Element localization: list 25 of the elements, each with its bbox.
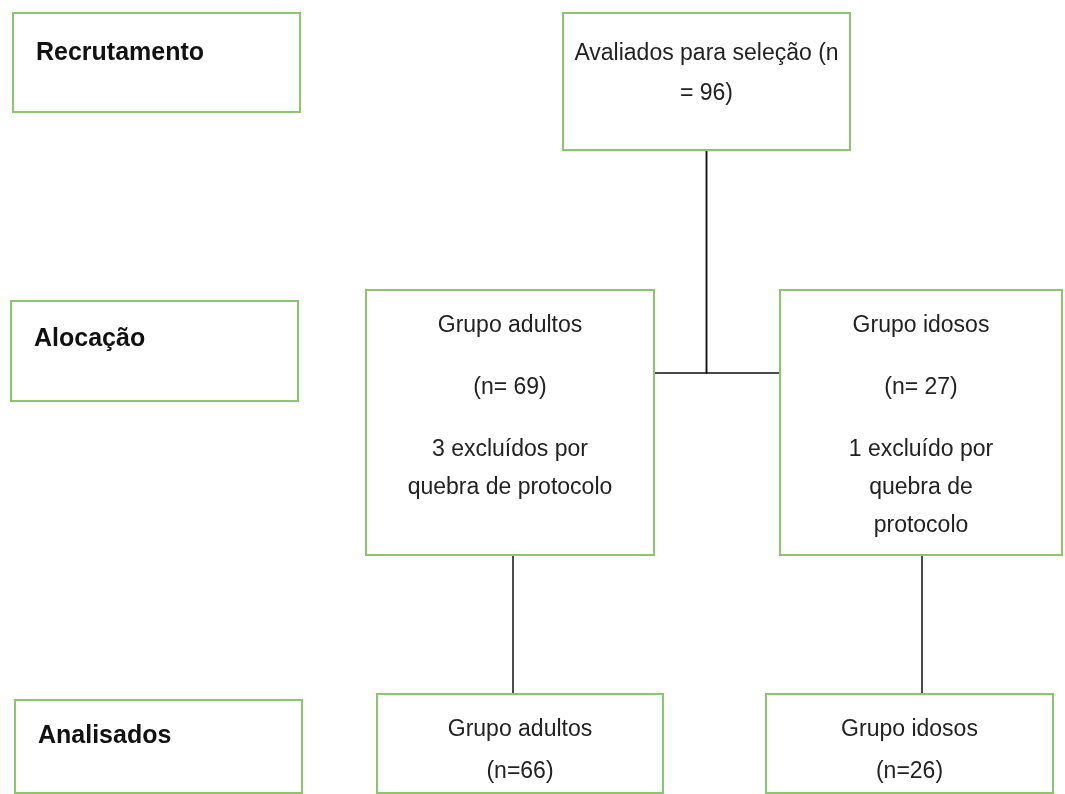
group-text: Grupo idosos [851,310,991,339]
group-text: (n=26) [874,756,945,785]
group-text: (n= 27) [883,372,959,401]
stage-box [14,699,303,794]
group-text: Grupo adultos [436,310,584,339]
stage-label: Recrutamento [36,36,206,67]
connector-line [705,150,780,374]
group-text: 1 excluído por quebra de protocolo [847,434,995,539]
group-text: Grupo adultos [446,714,594,743]
group-text: Avaliados para seleção (n = 96) [574,38,839,107]
group-text: (n= 69) [472,372,548,401]
stage-label: Analisados [38,719,173,750]
stage-box [12,12,301,113]
group-text: 3 excluídos por quebra de protocolo [407,434,613,501]
group-text: (n=66) [485,756,555,785]
connector-line [512,555,514,694]
stage-box [10,300,299,402]
group-text: Grupo idosos [840,714,979,743]
group-box [765,693,1054,794]
group-box [376,693,664,794]
connector-line [921,555,923,694]
group-box [562,12,851,151]
stage-label: Alocação [34,322,147,353]
group-box [779,289,1063,556]
group-box [365,289,655,556]
